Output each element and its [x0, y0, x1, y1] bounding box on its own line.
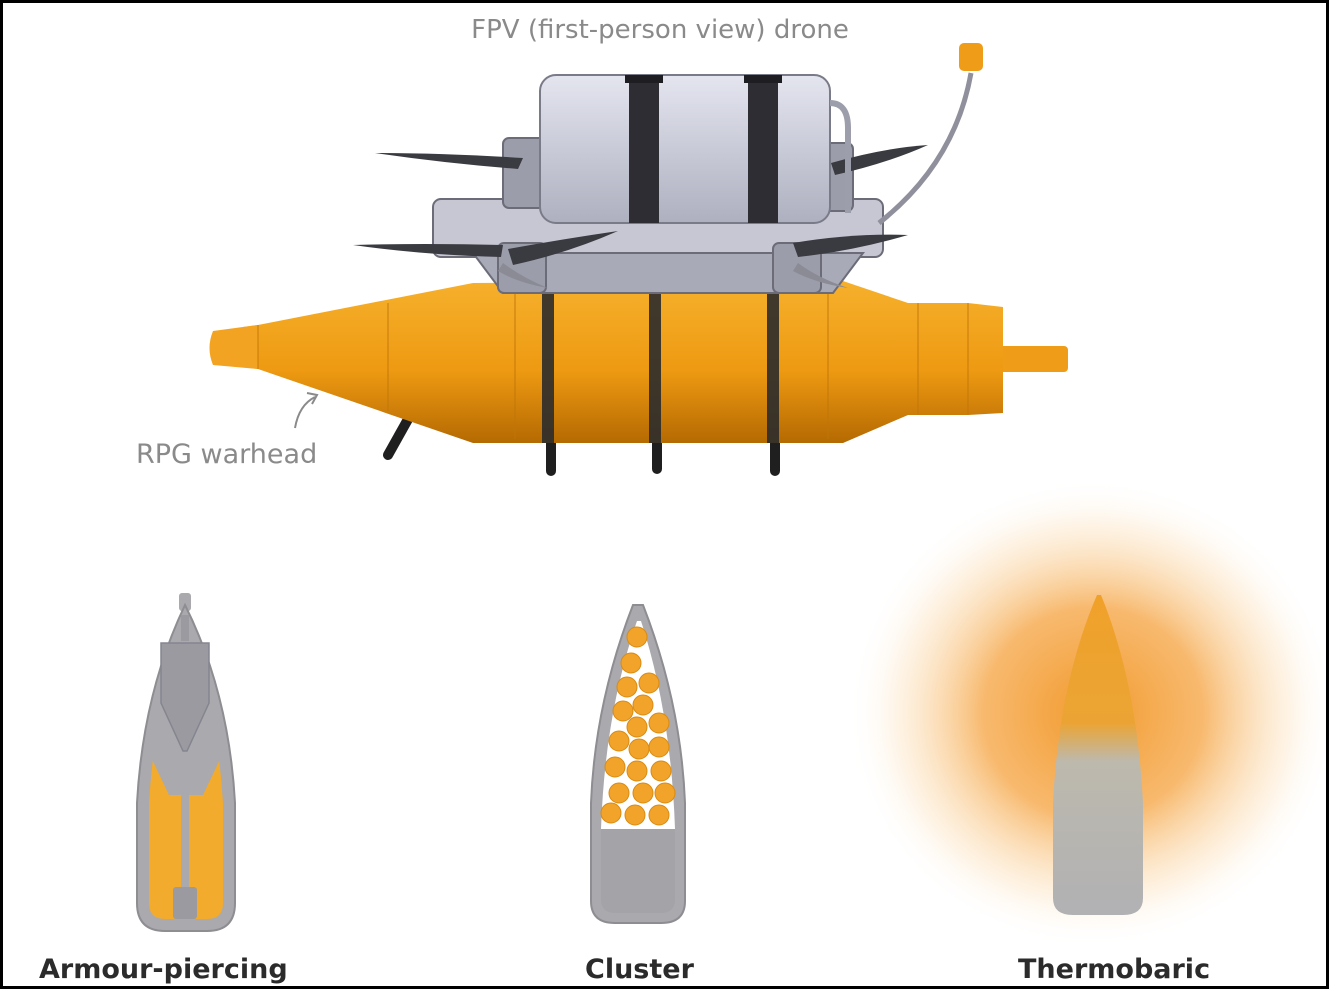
cluster-warhead	[590, 604, 686, 924]
drone-propellers	[353, 145, 928, 288]
cluster-submunitions	[600, 626, 676, 826]
thermobaric-label: Thermobaric	[1018, 954, 1211, 985]
thermobaric-warhead	[848, 478, 1326, 948]
drone-title: FPV (first-person view) drone	[471, 15, 849, 45]
drone-antenna	[877, 43, 983, 225]
rpg-warhead-label: RPG warhead	[136, 439, 318, 470]
illustration	[136, 43, 1326, 948]
drone-assembly	[209, 43, 1068, 476]
rpg-warhead	[209, 281, 1068, 443]
drone-battery	[539, 74, 851, 224]
armour-piercing-label: Armour-piercing	[39, 954, 288, 985]
rpg-pointer-arrow	[294, 392, 319, 429]
cluster-label: Cluster	[585, 954, 694, 985]
armour-piercing-warhead	[136, 593, 236, 932]
